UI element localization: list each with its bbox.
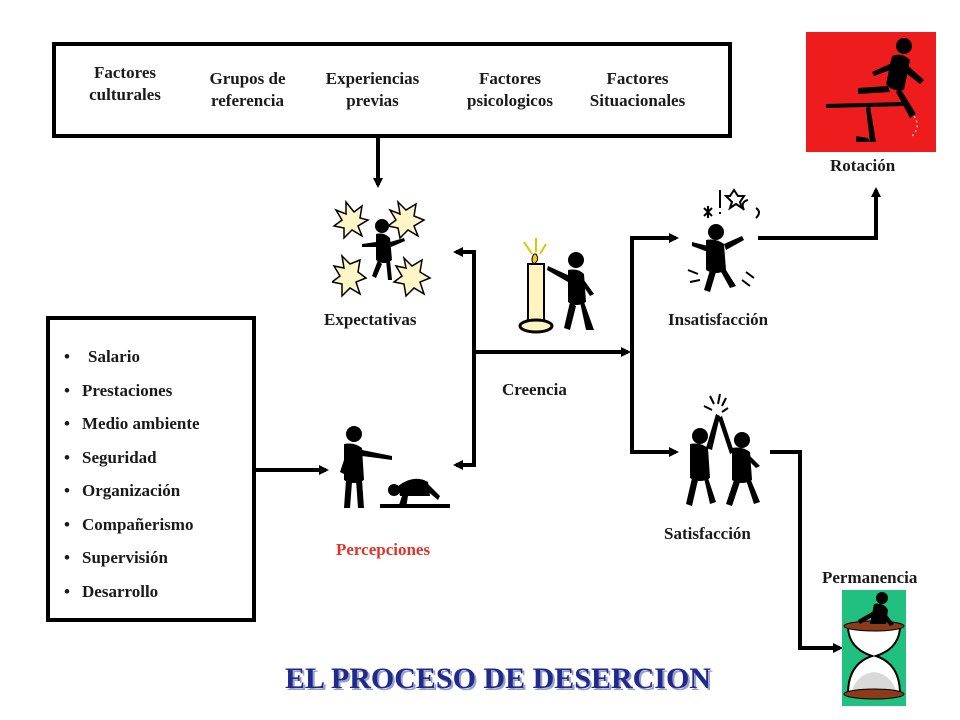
factors-box bbox=[52, 42, 732, 138]
list-item: •Desarrollo bbox=[64, 581, 159, 601]
list-item: •Organización bbox=[64, 481, 181, 500]
connector-to-permanencia bbox=[770, 450, 836, 650]
label-percepciones: Percepciones bbox=[336, 540, 431, 559]
job-factors-box: •Salario •Prestaciones •Medio ambiente •… bbox=[46, 316, 256, 622]
label-rotacion: Rotación bbox=[830, 156, 896, 175]
connector-to-satisfaccion bbox=[630, 352, 672, 454]
satisfaccion-figure-icon bbox=[686, 393, 760, 506]
connector-to-rotacion bbox=[758, 196, 878, 240]
list-item: •Compañerismo bbox=[64, 514, 194, 534]
permanencia-hourglass-icon bbox=[842, 590, 906, 706]
label-satisfaccion: Satisfacción bbox=[664, 524, 751, 543]
creencia-figure-icon bbox=[518, 238, 594, 334]
expectativas-figure-icon bbox=[332, 199, 432, 298]
list-item: •Seguridad bbox=[64, 447, 157, 467]
page-title: EL PROCESO DE DESERCION bbox=[285, 662, 711, 695]
insatisfaccion-figure-icon bbox=[687, 188, 760, 292]
label-creencia: Creencia bbox=[502, 380, 567, 399]
list-item: •Prestaciones bbox=[64, 380, 173, 400]
connector-creencia-expectativas bbox=[460, 250, 476, 352]
rotacion-runner-icon bbox=[806, 32, 936, 152]
list-item: •Medio ambiente bbox=[64, 414, 200, 433]
list-item: •Salario bbox=[64, 347, 140, 366]
connector-creencia-percepciones bbox=[460, 352, 476, 467]
percepciones-figure-icon bbox=[340, 426, 450, 508]
label-permanencia: Permanencia bbox=[822, 568, 918, 587]
list-item: •Supervisión bbox=[64, 548, 168, 567]
label-expectativas: Expectativas bbox=[324, 310, 417, 329]
label-insatisfaccion: Insatisfacción bbox=[668, 310, 769, 329]
job-factors-list: •Salario •Prestaciones •Medio ambiente •… bbox=[64, 340, 200, 608]
connector-to-insatisfaccion bbox=[630, 236, 672, 352]
